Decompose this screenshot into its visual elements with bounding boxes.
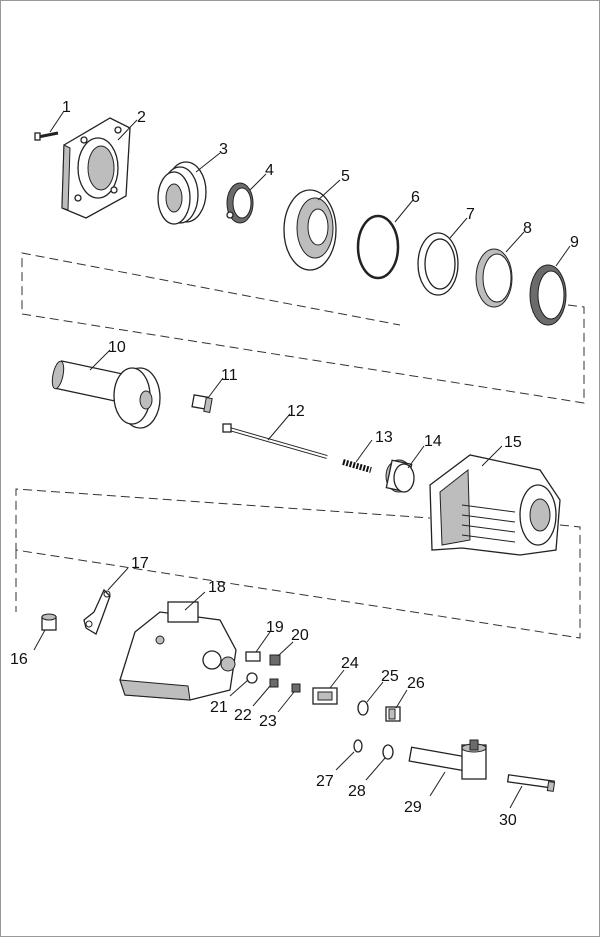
callout-18: 18	[208, 579, 226, 596]
callout-24: 24	[341, 655, 359, 672]
part-4-snap-ring	[226, 182, 254, 224]
callout-10: 10	[108, 339, 126, 356]
part-12-pushrod	[222, 423, 328, 459]
callout-22: 22	[234, 707, 252, 724]
assembly-guide-lower	[15, 488, 581, 639]
part-18-valve-body	[119, 601, 237, 701]
callout-20: 20	[291, 627, 309, 644]
callout-1: 1	[62, 99, 71, 116]
part-11-fitting	[191, 394, 213, 413]
callout-labels: 1 2 3 4 5 6 7 8 9 10 11 12 13 14 15 16 1…	[10, 99, 579, 829]
callout-14: 14	[424, 433, 442, 450]
part-6-o-ring	[356, 214, 400, 280]
callout-13: 13	[375, 429, 393, 446]
part-27-o-ring	[353, 739, 363, 753]
part-24-adapter	[312, 687, 338, 705]
part-22-nut	[269, 678, 279, 688]
assembly-guide-upper	[21, 252, 585, 404]
callout-21: 21	[210, 699, 228, 716]
part-9-seal	[529, 264, 567, 326]
callout-12: 12	[287, 403, 305, 420]
callout-8: 8	[523, 220, 532, 237]
callout-28: 28	[348, 783, 366, 800]
part-5-bearing-plate	[283, 189, 337, 271]
part-7-washer	[417, 232, 459, 296]
callout-3: 3	[219, 141, 228, 158]
callout-4: 4	[265, 162, 274, 179]
part-20-nut	[269, 654, 281, 666]
part-29-fitting-elbow	[408, 739, 487, 780]
part-21-washer	[246, 672, 258, 684]
callout-23: 23	[259, 713, 277, 730]
callout-9: 9	[570, 234, 579, 251]
part-25-o-ring	[357, 700, 369, 716]
part-26-plug	[385, 706, 401, 722]
callout-5: 5	[341, 168, 350, 185]
callout-25: 25	[381, 668, 399, 685]
callout-29: 29	[404, 799, 422, 816]
part-17-gasket	[83, 588, 111, 635]
callout-27: 27	[316, 773, 334, 790]
callout-19: 19	[266, 619, 284, 636]
part-30-pin	[506, 774, 556, 792]
callout-15: 15	[504, 434, 522, 451]
callout-16: 16	[10, 651, 28, 668]
part-1-screw	[34, 131, 59, 141]
callout-26: 26	[407, 675, 425, 692]
part-13-small-spring	[342, 459, 372, 473]
callout-30: 30	[499, 812, 517, 829]
part-15-housing	[429, 454, 561, 556]
part-8-ring	[475, 248, 513, 308]
part-23-nut	[291, 683, 301, 693]
part-28-o-ring	[382, 744, 394, 760]
part-19-fitting	[245, 651, 261, 662]
callout-11: 11	[221, 367, 238, 384]
part-14-coil-spring	[385, 459, 415, 493]
part-10-piston-shaft	[51, 360, 161, 429]
part-3-spring-coil	[157, 161, 207, 225]
callout-17: 17	[131, 555, 149, 572]
callout-2: 2	[137, 109, 146, 126]
part-16-plug	[41, 613, 57, 631]
callout-6: 6	[411, 189, 420, 206]
leader-lines	[33, 110, 571, 809]
part-2-flange-plate	[61, 117, 131, 219]
callout-7: 7	[466, 206, 475, 223]
